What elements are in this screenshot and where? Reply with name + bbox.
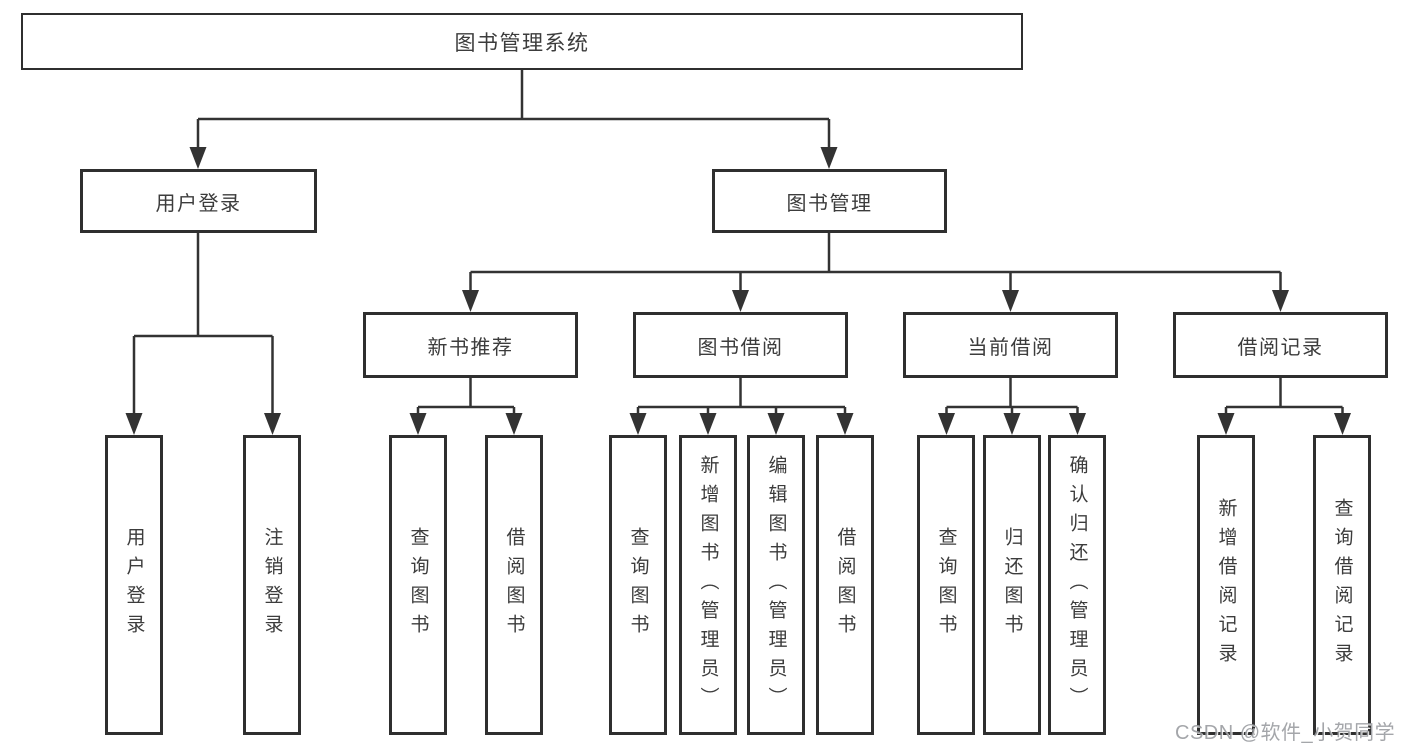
watermark: CSDN @软件_小贺同学	[1175, 722, 1396, 744]
leaf-user-login: 用户登录	[105, 435, 163, 735]
node-book-management: 图书管理	[712, 169, 947, 233]
leaf-logout: 注销登录	[243, 435, 301, 735]
node-borrow-record: 借阅记录	[1173, 312, 1388, 378]
leaf-edit-book-admin: 编辑图书（管理员）	[747, 435, 805, 735]
leaf-borrow-book: 借阅图书	[816, 435, 874, 735]
leaf-borrow-book-recommend: 借阅图书	[485, 435, 543, 735]
leaf-query-book-current: 查询图书	[917, 435, 975, 735]
leaf-return-book: 归还图书	[983, 435, 1041, 735]
leaf-add-book-admin: 新增图书（管理员）	[679, 435, 737, 735]
leaf-confirm-return-admin: 确认归还（管理员）	[1048, 435, 1106, 735]
node-current-borrow: 当前借阅	[903, 312, 1118, 378]
node-root-system: 图书管理系统	[21, 13, 1023, 70]
leaf-add-borrow-record: 新增借阅记录	[1197, 435, 1255, 735]
leaf-query-borrow-record: 查询借阅记录	[1313, 435, 1371, 735]
node-new-book-recommend: 新书推荐	[363, 312, 578, 378]
leaf-query-book-recommend: 查询图书	[389, 435, 447, 735]
node-user-login: 用户登录	[80, 169, 317, 233]
node-book-borrow: 图书借阅	[633, 312, 848, 378]
leaf-query-book-borrow: 查询图书	[609, 435, 667, 735]
